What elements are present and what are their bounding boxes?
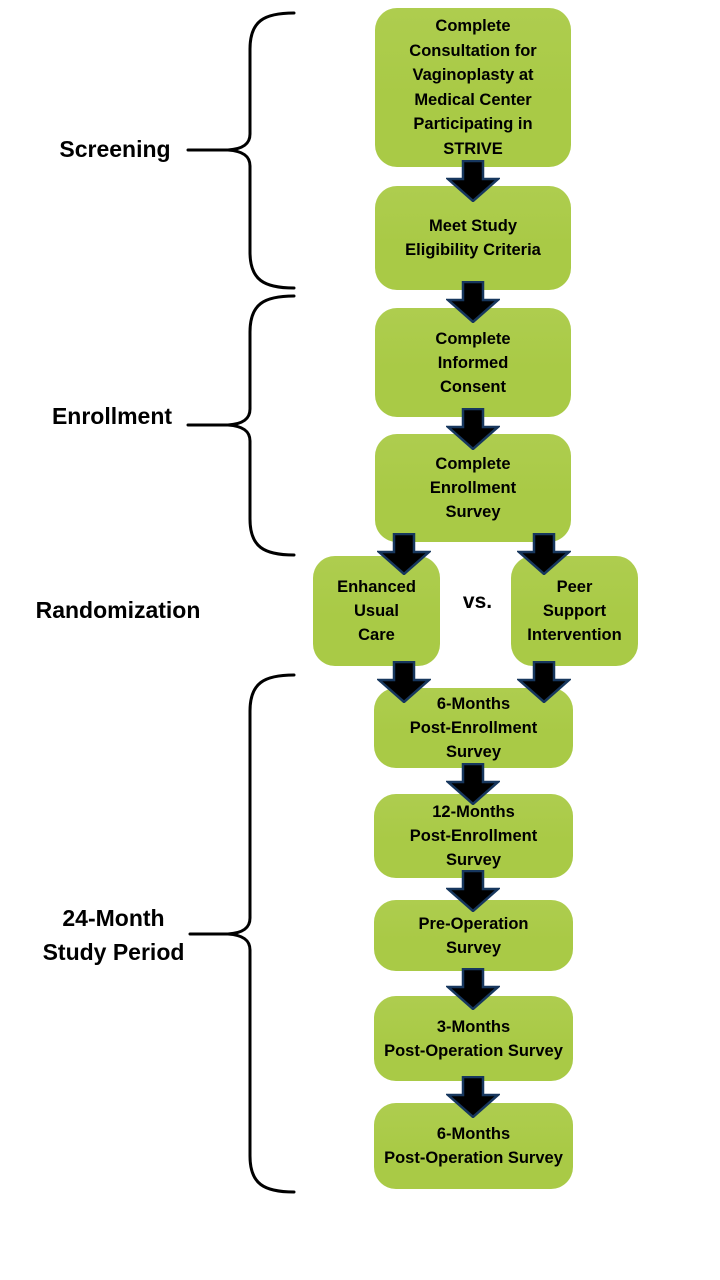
down-arrow-icon [446,408,500,450]
step-box-enrollment-survey: Complete Enrollment Survey [375,434,571,542]
step-box-pre-operation-survey: Pre-Operation Survey [374,900,573,971]
down-arrow-icon [377,533,431,575]
phase-label-study-period: 24-Month Study Period [11,901,216,969]
down-arrow-icon [446,1076,500,1118]
brace-screening [227,11,296,290]
step-box-3mo-post-operation-survey: 3-Months Post-Operation Survey [374,996,573,1081]
down-arrow-icon [446,281,500,323]
phase-label-randomization: Randomization [35,597,201,623]
down-arrow-icon [517,661,571,703]
step-box-enhanced-usual-care: Enhanced Usual Care [313,556,440,666]
down-arrow-icon [517,533,571,575]
step-box-12mo-post-enrollment-survey: 12-Months Post-Enrollment Survey [374,794,573,878]
brace-study-period [227,673,296,1194]
step-box-eligibility: Meet Study Eligibility Criteria [375,186,571,290]
phase-label-screening: Screening [59,136,171,162]
step-box-peer-support-intervention: Peer Support Intervention [511,556,638,666]
brace-enrollment [227,294,296,557]
down-arrow-icon [446,763,500,805]
step-box-6mo-post-enrollment-survey: 6-Months Post-Enrollment Survey [374,688,573,768]
step-box-consultation: Complete Consultation for Vaginoplasty a… [375,8,571,167]
down-arrow-icon [446,160,500,202]
down-arrow-icon [446,968,500,1010]
down-arrow-icon [377,661,431,703]
phase-label-study-period-line2: Study Period [42,939,185,965]
phase-label-enrollment: Enrollment [51,403,173,429]
vs-label: vs. [462,590,493,613]
phase-label-study-period-line1: 24-Month [62,905,165,931]
step-box-informed-consent: Complete Informed Consent [375,308,571,417]
down-arrow-icon [446,870,500,912]
